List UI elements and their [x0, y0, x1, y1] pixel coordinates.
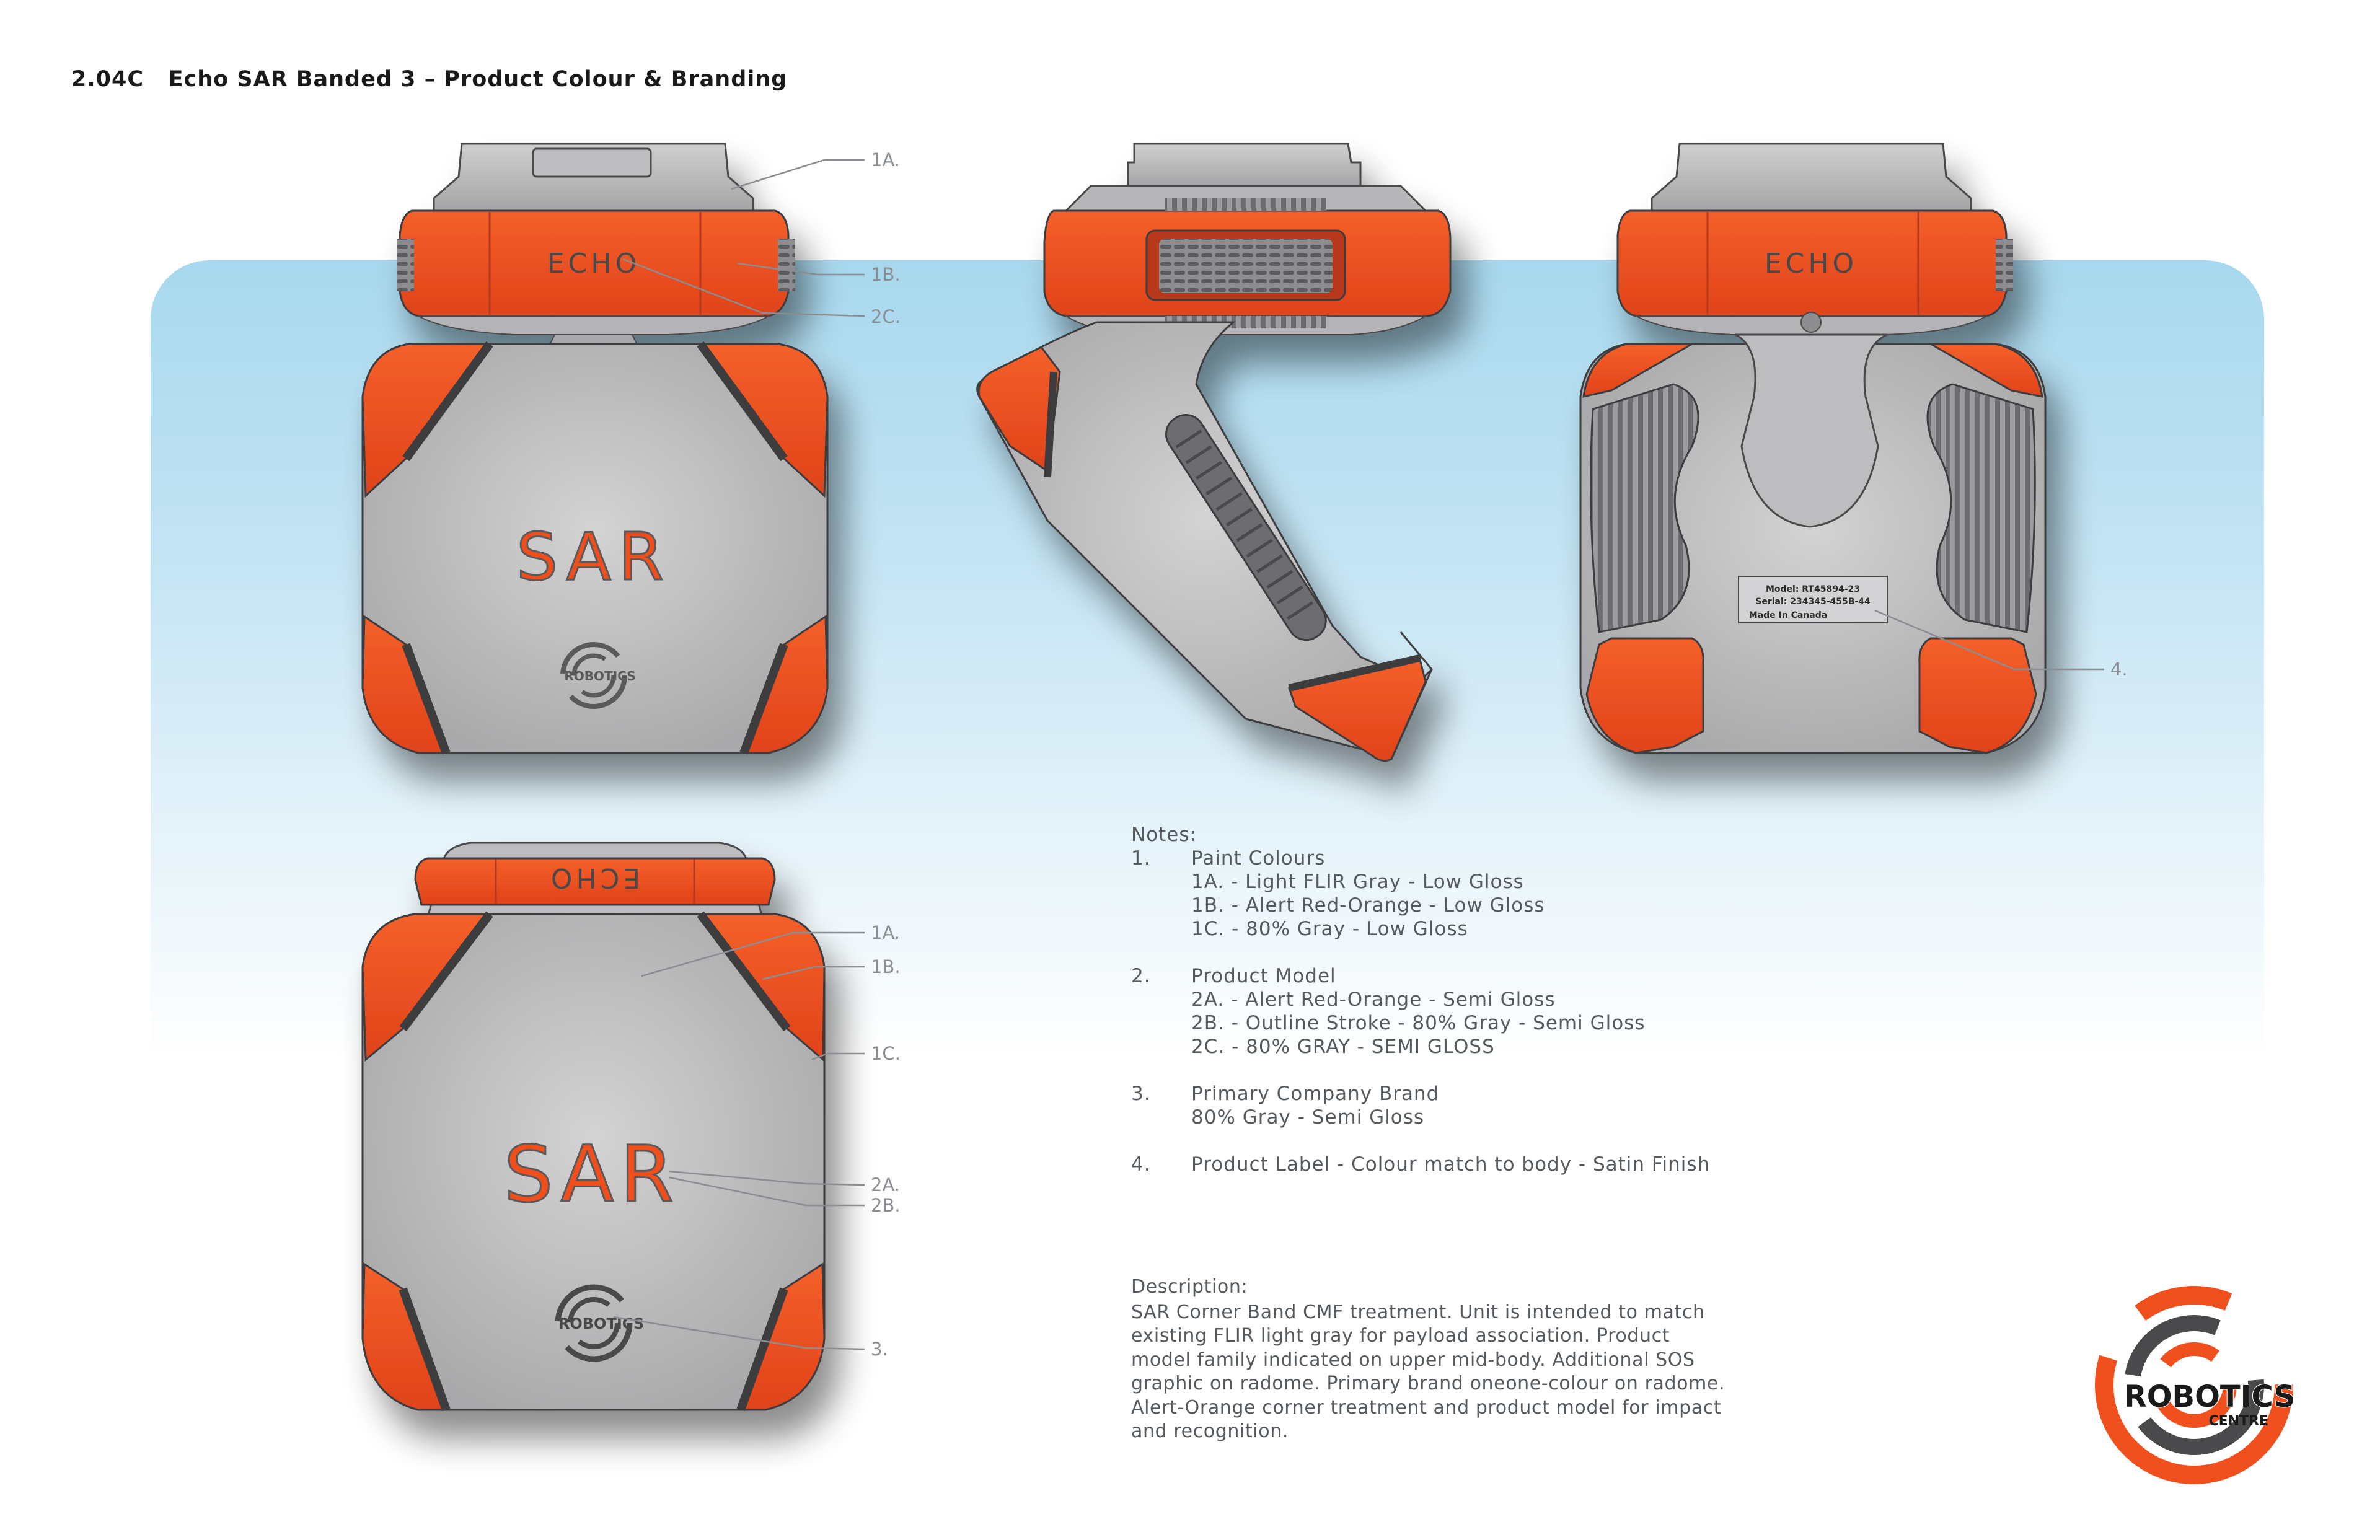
note-title: Product Label - Colour match to body - S… — [1191, 1153, 1711, 1176]
description-line: and recognition. — [1131, 1420, 1289, 1442]
note-number: 1. — [1131, 847, 1151, 869]
callout-2a: 2A. — [871, 1174, 900, 1195]
callout-labels: 1A. 1B. 2C. 4. 1A. 1B. 1C. 2A. 2B. 3. — [871, 149, 2128, 1360]
robotics-centre-logo: ROBOTICS CENTRE — [2095, 1286, 2296, 1484]
note-item: 3. Primary Company Brand — [1131, 1082, 1710, 1106]
note-sub: 1A. - Light FLIR Gray - Low Gloss — [1191, 871, 1524, 893]
side-grip-icon — [1165, 414, 1327, 641]
logo-sub-text: CENTRE — [2208, 1414, 2268, 1429]
note-item: 4. Product Label - Colour match to body -… — [1131, 1153, 1710, 1176]
description-line: Alert-Orange corner treatment and produc… — [1131, 1396, 1722, 1419]
description-line: existing FLIR light gray for payload ass… — [1131, 1325, 1670, 1347]
robotics-logo-icon-front: ROBOTICS — [560, 642, 636, 709]
grille-icon — [1159, 239, 1333, 293]
label-serial: Serial: 234345-455B-44 — [1755, 597, 1871, 607]
logo-brand-text: ROBOTICS — [2124, 1379, 2295, 1414]
echo-text-front: ECHO — [547, 248, 640, 279]
callout-3: 3. — [871, 1339, 888, 1360]
brand-text-top: ROBOTICS — [558, 1315, 644, 1332]
product-label: Model: RT45894-23 Serial: 234345-455B-44… — [1738, 576, 1888, 623]
callout-1a: 1A. — [871, 149, 900, 170]
echo-text-back: ECHO — [1765, 248, 1858, 279]
grip-ribs-left-icon — [1590, 383, 1699, 633]
robotics-logo-icon-top: ROBOTICS — [555, 1284, 644, 1362]
callout-4: 4. — [2110, 659, 2128, 680]
grip-ribs-right-icon — [1926, 383, 2036, 633]
callout-1a-top: 1A. — [871, 922, 900, 943]
description-line: model family indicated on upper mid-body… — [1131, 1349, 1695, 1371]
note-title: Primary Company Brand — [1191, 1083, 1440, 1105]
callout-lines — [613, 159, 2104, 1350]
note-sub: 2C. - 80% GRAY - SEMI GLOSS — [1191, 1036, 1495, 1058]
note-sub: 2B. - Outline Stroke - 80% Gray - Semi G… — [1191, 1012, 1646, 1034]
back-view: ECHO Model: RT45894-23 Serial: 234345-45… — [1579, 143, 2047, 754]
notes-heading: Notes: — [1131, 824, 1197, 846]
note-number: 4. — [1131, 1153, 1151, 1176]
side-view — [976, 143, 1452, 762]
sar-text-top: SAR — [504, 1130, 680, 1220]
callout-1b: 1B. — [871, 264, 901, 285]
note-sub: 1B. - Alert Red-Orange - Low Gloss — [1191, 894, 1545, 917]
description-heading: Description: — [1131, 1276, 1248, 1298]
description-line: SAR Corner Band CMF treatment. Unit is i… — [1131, 1301, 1705, 1323]
note-sub: 80% Gray - Semi Gloss — [1191, 1106, 1425, 1129]
callout-2b: 2B. — [871, 1195, 901, 1216]
vent-left-icon — [397, 239, 414, 291]
callout-2c: 2C. — [871, 306, 901, 327]
sar-text-front: SAR — [516, 519, 671, 595]
label-model: Model: RT45894-23 — [1766, 584, 1860, 594]
front-view: ECHO SAR ROBOTICS — [361, 143, 829, 755]
echo-text-top: ECHO — [547, 862, 640, 894]
note-item: 2. Product Model — [1131, 964, 1710, 988]
brand-text-front: ROBOTICS — [564, 669, 635, 684]
note-item: 1. Paint Colours — [1131, 847, 1710, 870]
note-title: Product Model — [1191, 965, 1336, 987]
page-title: 2.04C Echo SAR Banded 3 – Product Colour… — [71, 67, 788, 92]
note-number: 2. — [1131, 965, 1151, 987]
notes-section: Notes: 1. Paint Colours 1A. - Light FLIR … — [1131, 823, 1710, 1176]
note-title: Paint Colours — [1191, 847, 1326, 869]
description-section: Description: SAR Corner Band CMF treatme… — [1131, 1275, 1782, 1444]
note-sub: 2A. - Alert Red-Orange - Semi Gloss — [1191, 988, 1556, 1011]
note-sub: 1C. - 80% Gray - Low Gloss — [1191, 918, 1468, 940]
label-origin: Made In Canada — [1749, 610, 1827, 620]
callout-1c: 1C. — [871, 1043, 901, 1064]
note-number: 3. — [1131, 1083, 1151, 1105]
callout-1b-top: 1B. — [871, 956, 901, 977]
top-view: ECHO SAR ROBOTICS — [361, 842, 826, 1412]
description-line: graphic on radome. Primary brand oneone-… — [1131, 1373, 1726, 1394]
